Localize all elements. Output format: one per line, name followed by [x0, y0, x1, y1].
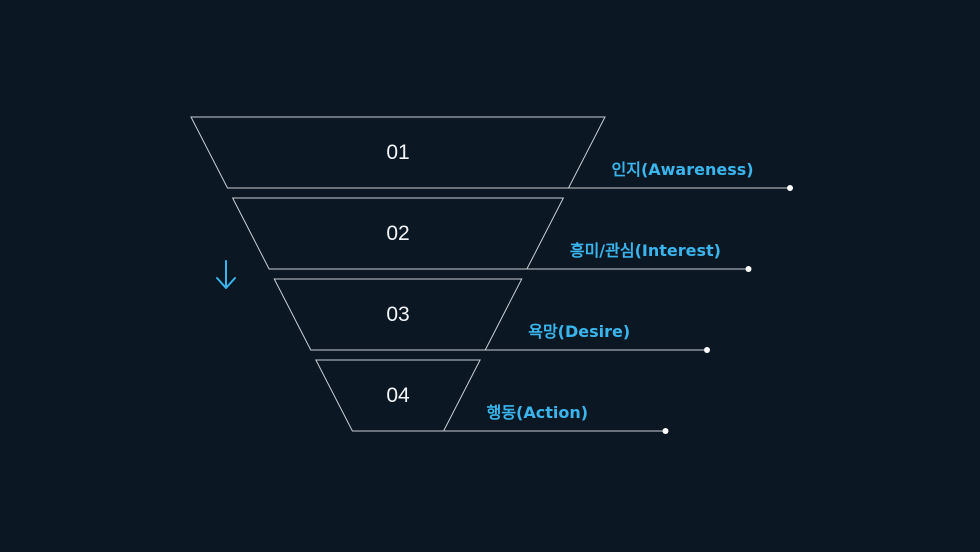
leader-dot: [704, 347, 710, 353]
stage-number: 02: [386, 222, 409, 245]
stage-number: 01: [386, 141, 409, 164]
stage-label: 인지(Awareness): [612, 160, 754, 179]
stage-label: 욕망(Desire): [528, 322, 630, 341]
arrow-down-icon: [216, 260, 236, 289]
stage-label: 행동(Action): [487, 403, 588, 422]
stage-number: 04: [386, 384, 410, 407]
stage-number: 03: [386, 303, 409, 326]
leader-dot: [745, 266, 752, 272]
stage-label: 흥미/관심(Interest): [570, 241, 721, 260]
leader-dot: [662, 428, 669, 434]
leader-dot: [787, 185, 793, 191]
